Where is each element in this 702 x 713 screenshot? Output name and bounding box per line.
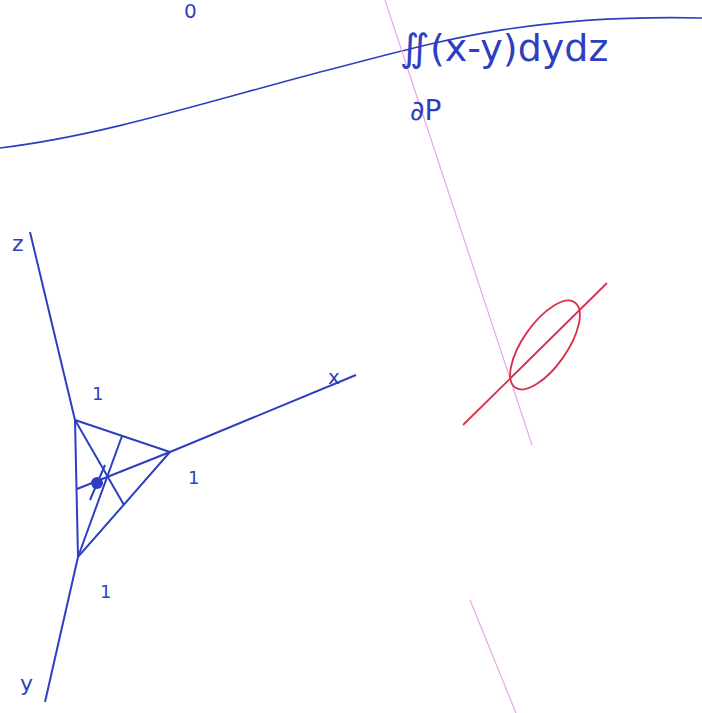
wavy-line — [0, 18, 702, 148]
tick-label: 1 — [188, 468, 199, 488]
centroid-dot — [91, 477, 103, 489]
z-axis — [30, 232, 75, 420]
integral-formula: ∬(x-y)dydz — [400, 28, 608, 70]
triangle — [75, 420, 170, 557]
note-mark: 0 — [184, 0, 197, 22]
y-axis — [45, 557, 78, 702]
median — [78, 436, 122, 557]
tick — [90, 465, 105, 500]
tick-label: 1 — [92, 384, 103, 404]
red-line — [463, 283, 607, 425]
tick-label: 1 — [100, 582, 111, 602]
integral-subscript: ∂P — [410, 96, 441, 127]
median — [77, 452, 170, 489]
axis-label: z — [12, 232, 24, 256]
guide-line — [470, 600, 516, 713]
median — [75, 420, 124, 505]
axis-label: x — [328, 366, 340, 388]
axis-label: y — [20, 672, 33, 696]
